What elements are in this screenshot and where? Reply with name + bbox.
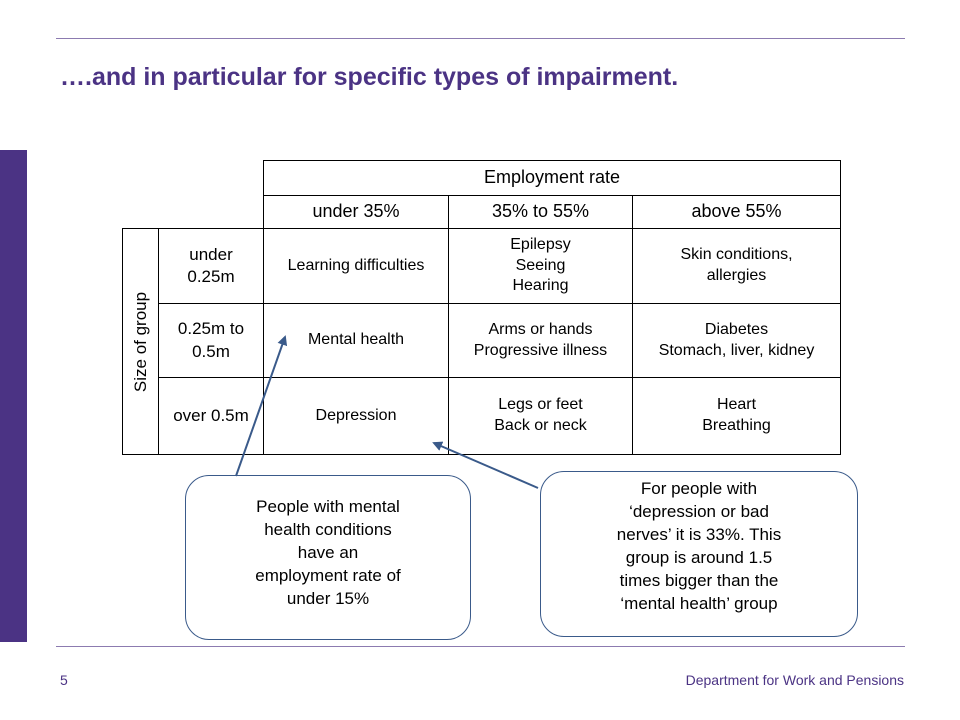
- row-label-under-025m: under 0.25m: [158, 228, 264, 304]
- top-divider: [56, 38, 905, 39]
- organisation-name: Department for Work and Pensions: [685, 672, 904, 688]
- callout-depression: For people with ‘depression or bad nerve…: [540, 471, 858, 637]
- table-cell: Skin conditions, allergies: [632, 228, 841, 304]
- row-label-025m-to-05m: 0.25m to 0.5m: [158, 303, 264, 378]
- callout-mental-health-text: People with mental health conditions hav…: [255, 497, 401, 608]
- row-group-header: Size of group: [130, 291, 150, 392]
- table-cell: Epilepsy Seeing Hearing: [448, 228, 633, 304]
- table-cell: Mental health: [263, 303, 449, 378]
- row-label-over-05m: over 0.5m: [158, 377, 264, 455]
- table-cell: Learning difficulties: [263, 228, 449, 304]
- column-header-35-to-55: 35% to 55%: [448, 195, 633, 229]
- callout-depression-text: For people with ‘depression or bad nerve…: [616, 479, 782, 613]
- table-cell: Heart Breathing: [632, 377, 841, 455]
- side-accent-bar: [0, 150, 27, 642]
- table-cell: Legs or feet Back or neck: [448, 377, 633, 455]
- table-cell: Depression: [263, 377, 449, 455]
- callout-mental-health: People with mental health conditions hav…: [185, 475, 471, 640]
- row-group-header-box: Size of group: [122, 228, 159, 455]
- column-header-above-55: above 55%: [632, 195, 841, 229]
- table-cell: Diabetes Stomach, liver, kidney: [632, 303, 841, 378]
- column-group-header: Employment rate: [263, 160, 841, 196]
- table-cell: Arms or hands Progressive illness: [448, 303, 633, 378]
- column-header-under-35: under 35%: [263, 195, 449, 229]
- page-title: ….and in particular for specific types o…: [60, 63, 679, 91]
- bottom-divider: [56, 646, 905, 647]
- page-number: 5: [60, 672, 68, 688]
